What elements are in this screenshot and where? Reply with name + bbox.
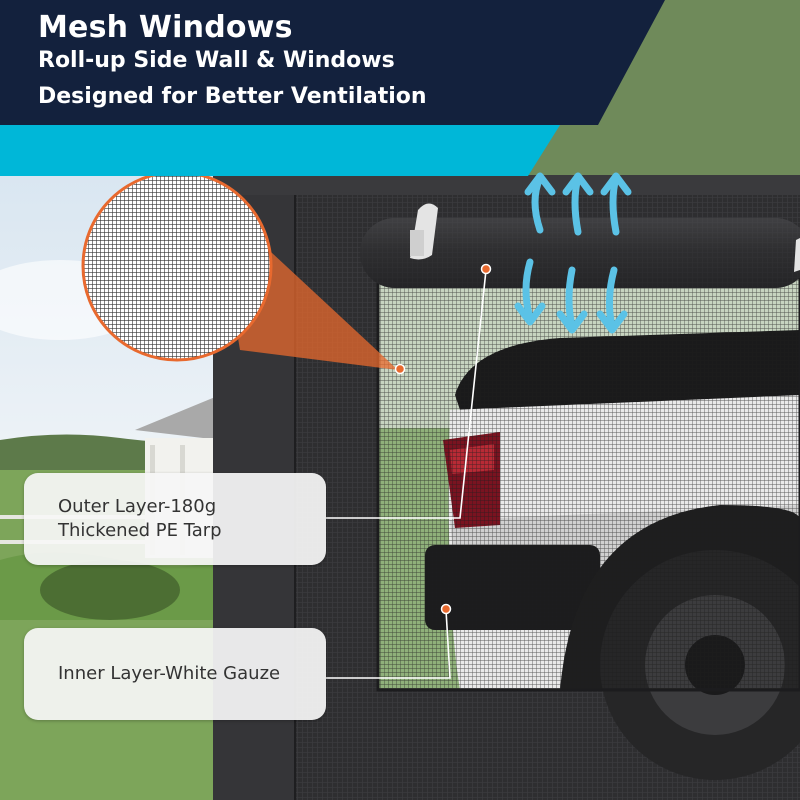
subtitle-line-1: Roll-up Side Wall & Windows xyxy=(38,48,395,73)
rolled-curtain xyxy=(360,203,800,288)
mesh-window xyxy=(376,276,800,780)
subtitle-line-2: Designed for Better Ventilation xyxy=(38,84,427,109)
inner-layer-label: Inner Layer-White Gauze xyxy=(58,662,281,684)
outer-layer-callout: Outer Layer-180g Thickened PE Tarp xyxy=(24,473,326,565)
callout-pointers xyxy=(326,263,492,679)
inner-layer-callout: Inner Layer-White Gauze xyxy=(24,628,326,720)
outer-layer-label: Outer Layer-180g Thickened PE Tarp xyxy=(58,495,222,541)
header-banner xyxy=(0,0,665,176)
page-title: Mesh Windows xyxy=(38,10,293,45)
ventilation-arrows xyxy=(514,172,632,334)
mesh-zoom-callout xyxy=(81,170,406,375)
